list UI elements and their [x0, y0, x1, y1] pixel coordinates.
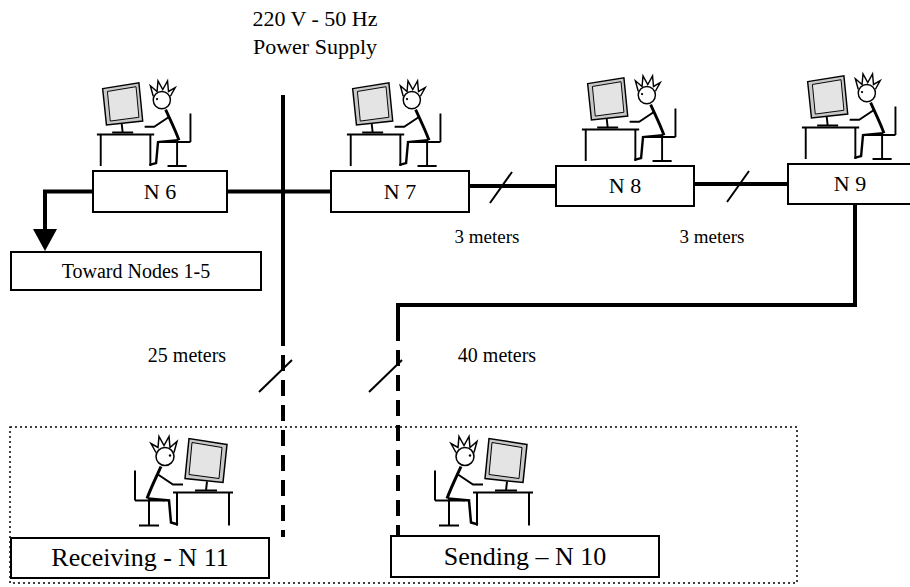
length-label: 3 meters: [455, 226, 520, 249]
worker-figure: [135, 437, 233, 526]
worker-figure: [347, 81, 441, 166]
break-slash: [259, 360, 292, 392]
cable-line: [45, 192, 92, 234]
cable-connector: [33, 192, 92, 252]
worker-figure: [97, 81, 191, 166]
worker-figure: [582, 76, 676, 161]
power-wire: [281, 95, 285, 330]
worker-figure: [802, 74, 896, 159]
cable-line: [398, 205, 855, 325]
worker-mirror: [435, 437, 533, 526]
cable-line: [228, 190, 330, 194]
dotted-enclosure: [10, 427, 797, 583]
node-label: N 9: [834, 171, 866, 196]
break-slash: [727, 171, 749, 202]
worker-mirror: [135, 437, 233, 526]
node-box: N 8: [555, 165, 695, 207]
node-box: N 9: [787, 163, 910, 205]
cable-connector: [470, 186, 555, 187]
receiver-box: Receiving - N 11: [10, 537, 270, 579]
node-box: N 6: [92, 170, 228, 213]
cable-connector: [228, 191, 330, 192]
node-label: Receiving - N 11: [51, 543, 228, 573]
sender-box: Sending – N 10: [390, 535, 660, 578]
power-wire-dashed: [281, 330, 285, 537]
cable-line: [470, 184, 555, 188]
worker-figure: [435, 437, 533, 526]
cable-dashed: [396, 325, 400, 535]
node-label: N 8: [609, 173, 641, 198]
cable-connector: [695, 184, 787, 185]
node-box: N 7: [330, 170, 470, 213]
node-label: Toward Nodes 1-5: [62, 260, 211, 283]
length-label: 25 meters: [148, 343, 226, 367]
arrow-head: [33, 229, 57, 251]
cable-connector: [398, 205, 855, 535]
node-label: N 7: [384, 179, 416, 204]
length-label: 40 meters: [458, 343, 536, 367]
node-label: N 6: [144, 179, 176, 204]
supply-label: Power Supply: [253, 34, 377, 60]
destination-box: Toward Nodes 1-5: [10, 251, 262, 291]
node-label: Sending – N 10: [444, 542, 607, 572]
supply-label: 220 V - 50 Hz: [252, 6, 377, 32]
length-label: 3 meters: [680, 226, 745, 249]
cable-line: [695, 182, 787, 186]
